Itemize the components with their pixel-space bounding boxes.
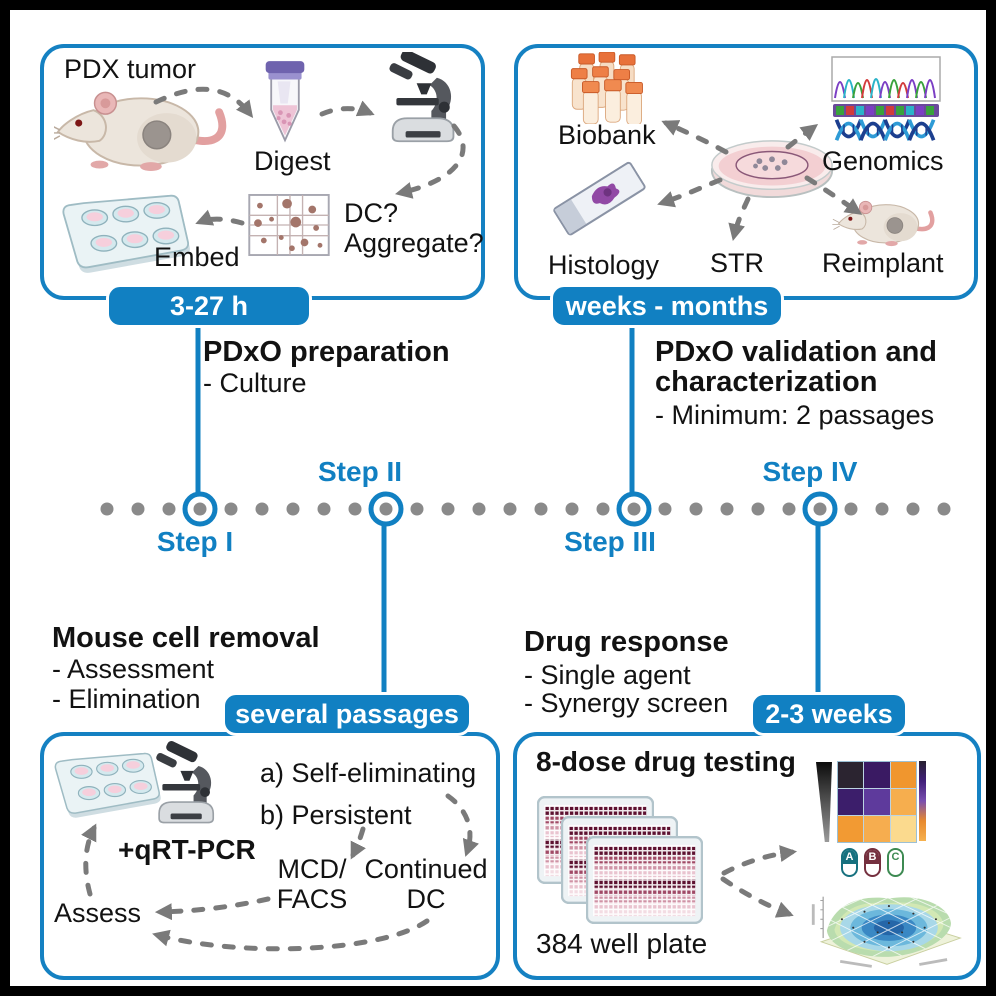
reimplant-label: Reimplant — [822, 248, 944, 278]
heatmap-cell — [838, 816, 864, 842]
removal-bullet-1: - Assessment — [52, 654, 215, 684]
digest-tube-icon — [262, 58, 308, 148]
drug-section-title: Drug response — [524, 626, 729, 658]
drug-bullet-1: - Single agent — [524, 660, 691, 690]
organoid-petri-dish-icon — [708, 136, 836, 200]
histology-label: Histology — [548, 250, 660, 280]
continued-dc-label: Continued DC — [362, 854, 490, 914]
drug-pill-row: A B C — [841, 848, 904, 877]
removal-bullet-2: - Elimination — [52, 684, 201, 714]
culture-plate-icon — [48, 752, 162, 822]
heatmap-colorbar — [919, 761, 926, 841]
heatmap-cell — [864, 762, 890, 788]
drug-bullet-2: - Synergy screen — [524, 688, 729, 718]
timeline-step-4-label: Step IV — [762, 456, 858, 487]
prep-section-bullet: - Culture — [203, 368, 307, 398]
synergy-surface-plot-icon — [808, 876, 968, 970]
badge-validation-duration: weeks - months — [550, 284, 784, 328]
option-a-label: a) Self-eliminating — [260, 758, 477, 788]
reimplant-mouse-icon — [828, 190, 946, 252]
qrtpcr-microscope-icon — [146, 740, 228, 828]
biobank-label: Biobank — [558, 120, 656, 150]
badge-prep-duration: 3-27 h — [106, 284, 312, 328]
mcd-facs-label: MCD/ FACS — [262, 854, 362, 914]
synergy-heatmap — [837, 761, 917, 843]
step-markers — [182, 491, 838, 527]
assess-label: Assess — [54, 898, 142, 928]
plate-384-icon-front — [586, 836, 703, 924]
heatmap-cell — [838, 762, 864, 788]
drug-pill-a-label: A — [843, 850, 856, 864]
drug-pill-a: A — [841, 848, 858, 877]
sanger-chromatogram-icon — [830, 56, 942, 118]
mcd-line: MCD/ — [277, 854, 347, 884]
genomics-label: Genomics — [822, 146, 944, 176]
validation-section-bullet: - Minimum: 2 passages — [655, 400, 935, 430]
timeline-step-1-label: Step I — [156, 526, 234, 557]
badge-drug-duration: 2-3 weeks — [750, 692, 908, 736]
aggregate-question-label: Aggregate? — [344, 228, 484, 258]
drug-pill-b: B — [864, 848, 881, 877]
removal-section-title: Mouse cell removal — [52, 622, 320, 654]
heatmap-cell — [890, 789, 916, 815]
microscope-icon — [378, 52, 470, 144]
badge-removal-duration: several passages — [222, 692, 472, 736]
biobank-cryovials-icon — [566, 52, 658, 124]
dose-testing-title: 8-dose drug testing — [536, 746, 796, 777]
facs-line: FACS — [276, 884, 348, 915]
hemocytometer-icon — [248, 194, 330, 256]
pdx-tumor-label: PDX tumor — [64, 54, 197, 84]
timeline-dots — [100, 502, 951, 516]
digest-label: Digest — [254, 146, 331, 176]
heatmap-cell — [890, 762, 916, 788]
heatmap-cell — [838, 789, 864, 815]
option-b-label: b) Persistent — [260, 800, 412, 830]
dc-line: DC — [406, 884, 446, 915]
dna-helix-icon — [830, 116, 942, 144]
timeline-step-2-label: Step II — [317, 456, 403, 487]
prep-section-title: PDxO preparation — [203, 336, 450, 368]
drug-pill-b-label: B — [866, 850, 879, 864]
qrtpcr-label: +qRT-PCR — [118, 834, 256, 865]
heatmap-cell — [864, 789, 890, 815]
dc-question-label: DC? — [344, 198, 399, 228]
validation-section-title-line2: characterization — [655, 366, 878, 398]
heatmap-cell — [864, 816, 890, 842]
heatmap-cell — [890, 816, 916, 842]
embed-label: Embed — [154, 242, 240, 272]
continued-line: Continued — [364, 854, 488, 884]
drug-pill-c-label: C — [889, 850, 902, 864]
validation-section-title-line1: PDxO validation and — [655, 336, 937, 368]
pdx-mouse-icon — [54, 72, 232, 182]
timeline-step-3-label: Step III — [564, 526, 656, 557]
str-label: STR — [710, 248, 764, 278]
plate-384-label: 384 well plate — [536, 928, 708, 959]
drug-pill-c: C — [887, 848, 904, 877]
